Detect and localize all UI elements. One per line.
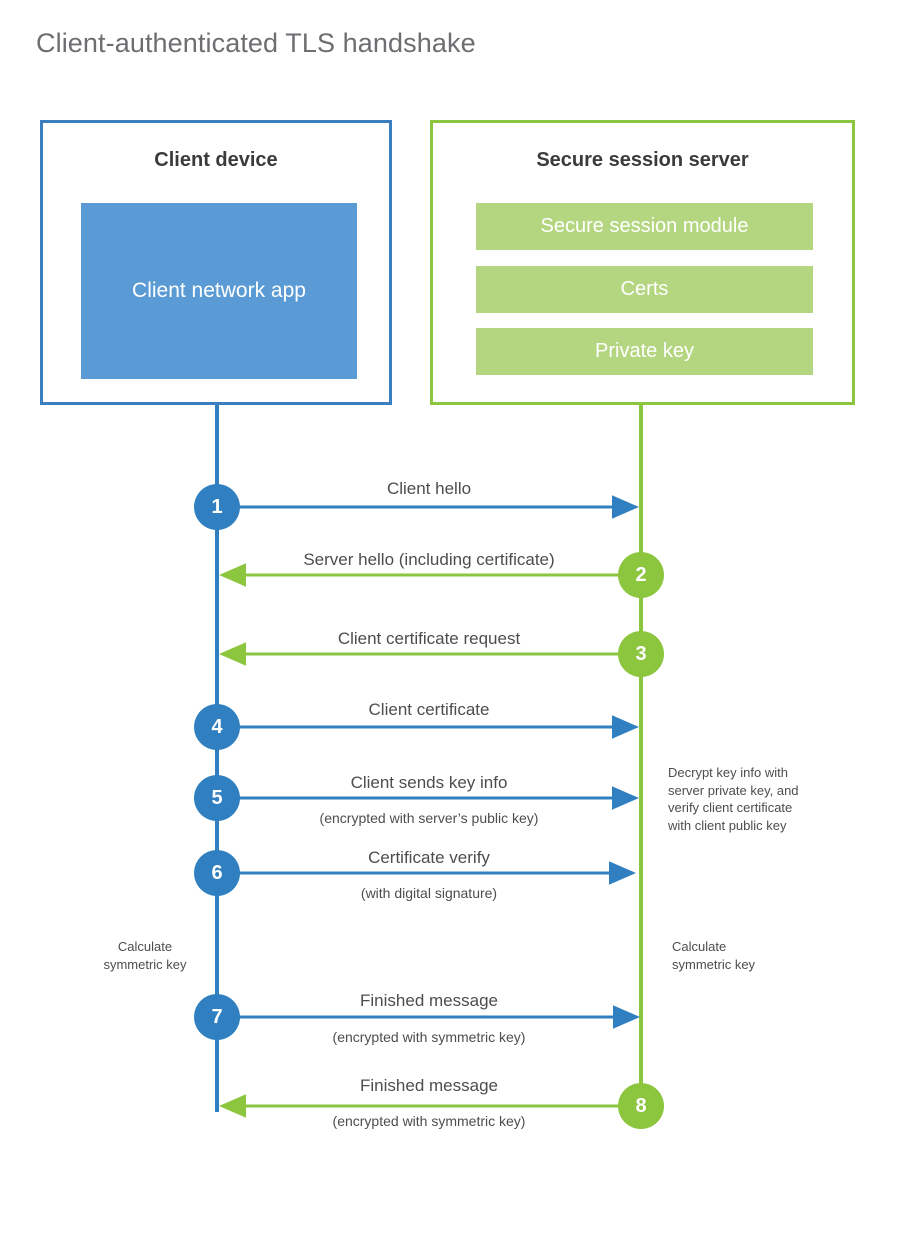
server-decrypt-note-line-1: Decrypt key info with [668, 765, 788, 780]
secure-session-server-title: Secure session server [536, 149, 749, 171]
certs-block: Certs [476, 266, 813, 313]
step-sublabel-8: (encrypted with symmetric key) [332, 1113, 526, 1129]
step-label-7: Finished message [360, 991, 498, 1010]
client-calc-line-2: symmetric key [103, 956, 187, 972]
step-badge-8[interactable]: 8 [618, 1083, 664, 1129]
private-key-block: Private key [476, 328, 813, 375]
server-decrypt-note-line-3: verify client certificate [668, 800, 793, 816]
client-network-app-block: Client network app [81, 203, 357, 379]
client-calc-line-1: Calculate [117, 939, 173, 954]
step-badge-4[interactable]: 4 [194, 704, 240, 750]
step-label-8: Finished message [360, 1076, 498, 1095]
step-badge-2[interactable]: 2 [618, 552, 664, 598]
secure-session-module-block: Secure session module [476, 203, 813, 250]
server-decrypt-note: Decrypt key info with server private key… [668, 764, 843, 834]
step-label-4: Client certificate [368, 700, 490, 719]
server-calc-line-2: symmetric key [672, 956, 756, 972]
server-calculate-symmetric-key-note: Calculate symmetric key [672, 938, 812, 973]
server-calc-line-1: Calculate [672, 939, 727, 954]
step-label-2: Server hello (including certificate) [303, 550, 555, 569]
step-label-6: Certificate verify [368, 848, 490, 867]
step-badge-5[interactable]: 5 [194, 775, 240, 821]
step-sublabel-5: (encrypted with server’s public key) [319, 810, 539, 826]
step-label-5: Client sends key info [350, 773, 508, 792]
client-device-title: Client device [154, 149, 278, 171]
step-badge-1[interactable]: 1 [194, 484, 240, 530]
server-decrypt-note-line-4: with client public key [668, 817, 787, 833]
client-calculate-symmetric-key-note: Calculate symmetric key [80, 938, 210, 973]
step-badge-7[interactable]: 7 [194, 994, 240, 1040]
step-sublabel-6: (with digital signature) [360, 885, 498, 901]
secure-session-server-box: Secure session server Secure session mod… [430, 120, 855, 405]
client-device-box: Client device Client network app [40, 120, 392, 405]
step-badge-6[interactable]: 6 [194, 850, 240, 896]
server-decrypt-note-line-2: server private key, and [668, 782, 799, 798]
page-title: Client-authenticated TLS handshake [36, 28, 476, 58]
step-label-3: Client certificate request [337, 629, 521, 648]
step-sublabel-7: (encrypted with symmetric key) [332, 1029, 526, 1045]
step-badge-3[interactable]: 3 [618, 631, 664, 677]
step-label-1: Client hello [386, 479, 472, 498]
